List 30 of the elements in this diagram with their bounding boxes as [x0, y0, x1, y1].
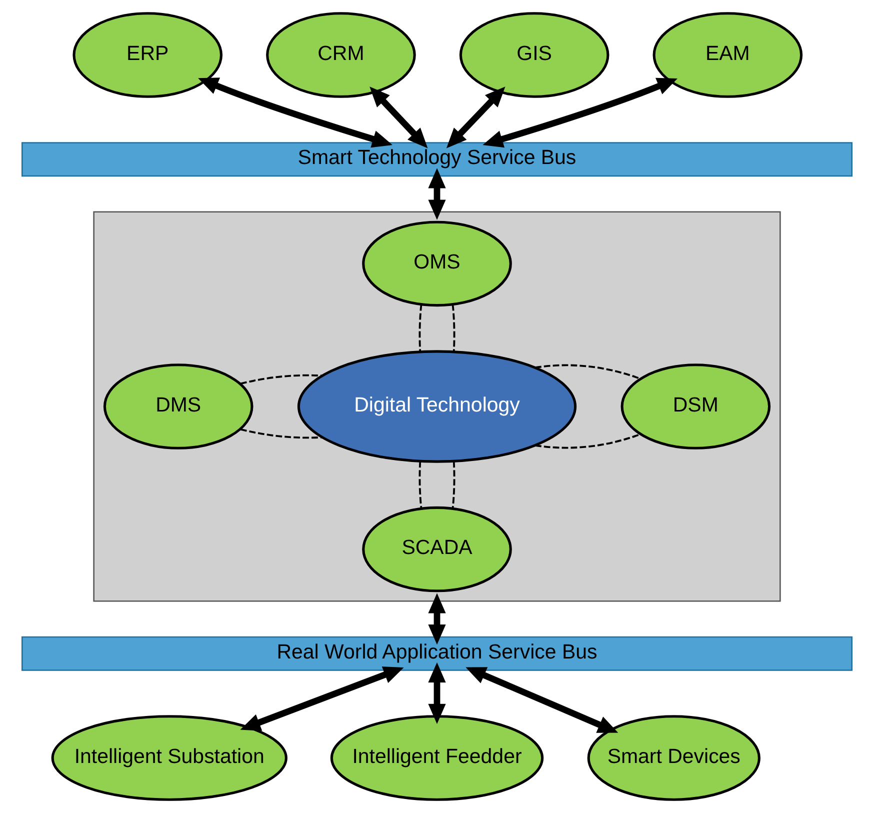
connector	[418, 461, 422, 508]
node-ellipse: DMS	[102, 364, 253, 450]
arrow	[428, 593, 446, 645]
node-ellipse: Digital Technology	[296, 350, 576, 463]
node-ellipse: GIS	[458, 12, 609, 98]
arrow	[240, 666, 404, 731]
arrow	[446, 86, 505, 148]
node-box: Real World Application Service Bus	[20, 636, 852, 671]
node-ellipse: EAM	[652, 12, 802, 98]
connector	[534, 364, 640, 380]
node-ellipse: CRM	[266, 12, 416, 98]
connector	[418, 304, 422, 352]
arrow	[482, 78, 677, 148]
node-ellipse: DSM	[620, 364, 770, 450]
arrow	[428, 662, 446, 724]
connector	[240, 428, 322, 439]
connector	[451, 461, 455, 508]
cluster	[92, 211, 780, 602]
node-ellipse: SCADA	[362, 506, 512, 592]
connector	[240, 374, 322, 385]
connector	[451, 304, 455, 352]
node-ellipse: Intelligent Feedder	[330, 715, 544, 801]
node-ellipse: ERP	[72, 12, 222, 98]
arrow	[198, 78, 392, 148]
connector	[534, 433, 640, 449]
arrow	[369, 86, 428, 148]
node-box: Smart Technology Service Bus	[20, 142, 852, 177]
arrow	[465, 667, 618, 733]
arrow	[428, 168, 446, 220]
node-ellipse: OMS	[362, 220, 512, 307]
